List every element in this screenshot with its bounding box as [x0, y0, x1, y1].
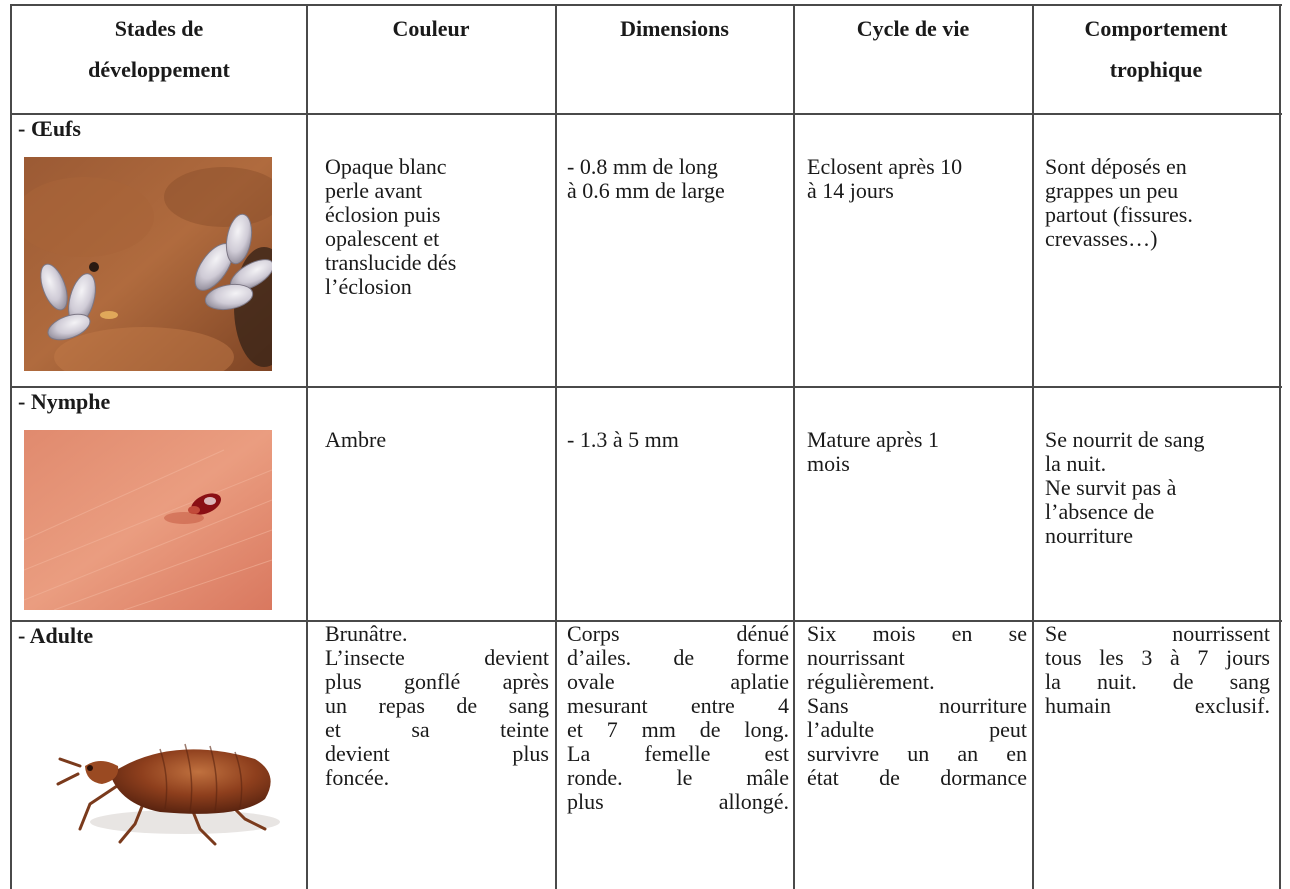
eggs-illustration	[24, 157, 272, 371]
adult-color: Brunâtre. L’insecte devient plus gonflé …	[325, 621, 549, 790]
nymph-illustration	[24, 430, 272, 610]
eggs-color: Opaque blanc perle avant éclosion puis o…	[325, 154, 457, 299]
column-divider	[306, 4, 308, 889]
row-divider	[10, 386, 1282, 388]
column-divider	[793, 4, 795, 889]
nymph-feeding: Se nourrit de sang la nuit. Ne survit pa…	[1045, 427, 1205, 548]
table-border-top	[10, 4, 1282, 6]
adult-dimensions: Corps dénué d’ailes. de forme ovale apla…	[567, 621, 789, 814]
bed-bug-nymph-photo	[24, 430, 272, 610]
bed-bug-eggs-photo	[24, 157, 272, 371]
header-dimensions: Dimensions	[620, 16, 729, 41]
header-feeding: Comportement trophique	[1084, 16, 1228, 82]
eggs-lifecycle: Eclosent après 10 à 14 jours	[807, 154, 963, 203]
adult-bed-bug-photo	[50, 704, 290, 854]
nymph-color: Ambre	[325, 427, 387, 452]
column-divider	[1032, 4, 1034, 889]
development-stages-table: Stades de développement Couleur Dimensio…	[10, 4, 1282, 889]
nymph-lifecycle: Mature après 1 mois	[807, 427, 939, 476]
stage-label-adult: - Adulte	[18, 623, 94, 648]
table-border-left	[10, 4, 12, 889]
row-divider	[10, 620, 1282, 622]
column-divider	[555, 4, 557, 889]
adult-bug-illustration	[56, 743, 280, 846]
eggs-feeding: Sont déposés en grappes un peu partout (…	[1045, 154, 1193, 251]
header-color: Couleur	[392, 16, 470, 41]
nymph-dimensions: - 1.3 à 5 mm	[567, 427, 679, 452]
stage-label-nymph: - Nymphe	[18, 389, 111, 414]
eggs-dimensions: - 0.8 mm de long à 0.6 mm de large	[567, 154, 725, 203]
header-stage: Stades de développement	[88, 16, 230, 82]
stage-label-eggs: - Œufs	[18, 116, 81, 141]
table-border-right	[1279, 4, 1281, 889]
header-lifecycle: Cycle de vie	[856, 16, 970, 41]
adult-feeding: Se nourrissent tous les 3 à 7 jours la n…	[1045, 621, 1270, 718]
row-divider	[10, 113, 1282, 115]
adult-lifecycle: Six mois en se nourrissant régulièrement…	[807, 621, 1027, 790]
